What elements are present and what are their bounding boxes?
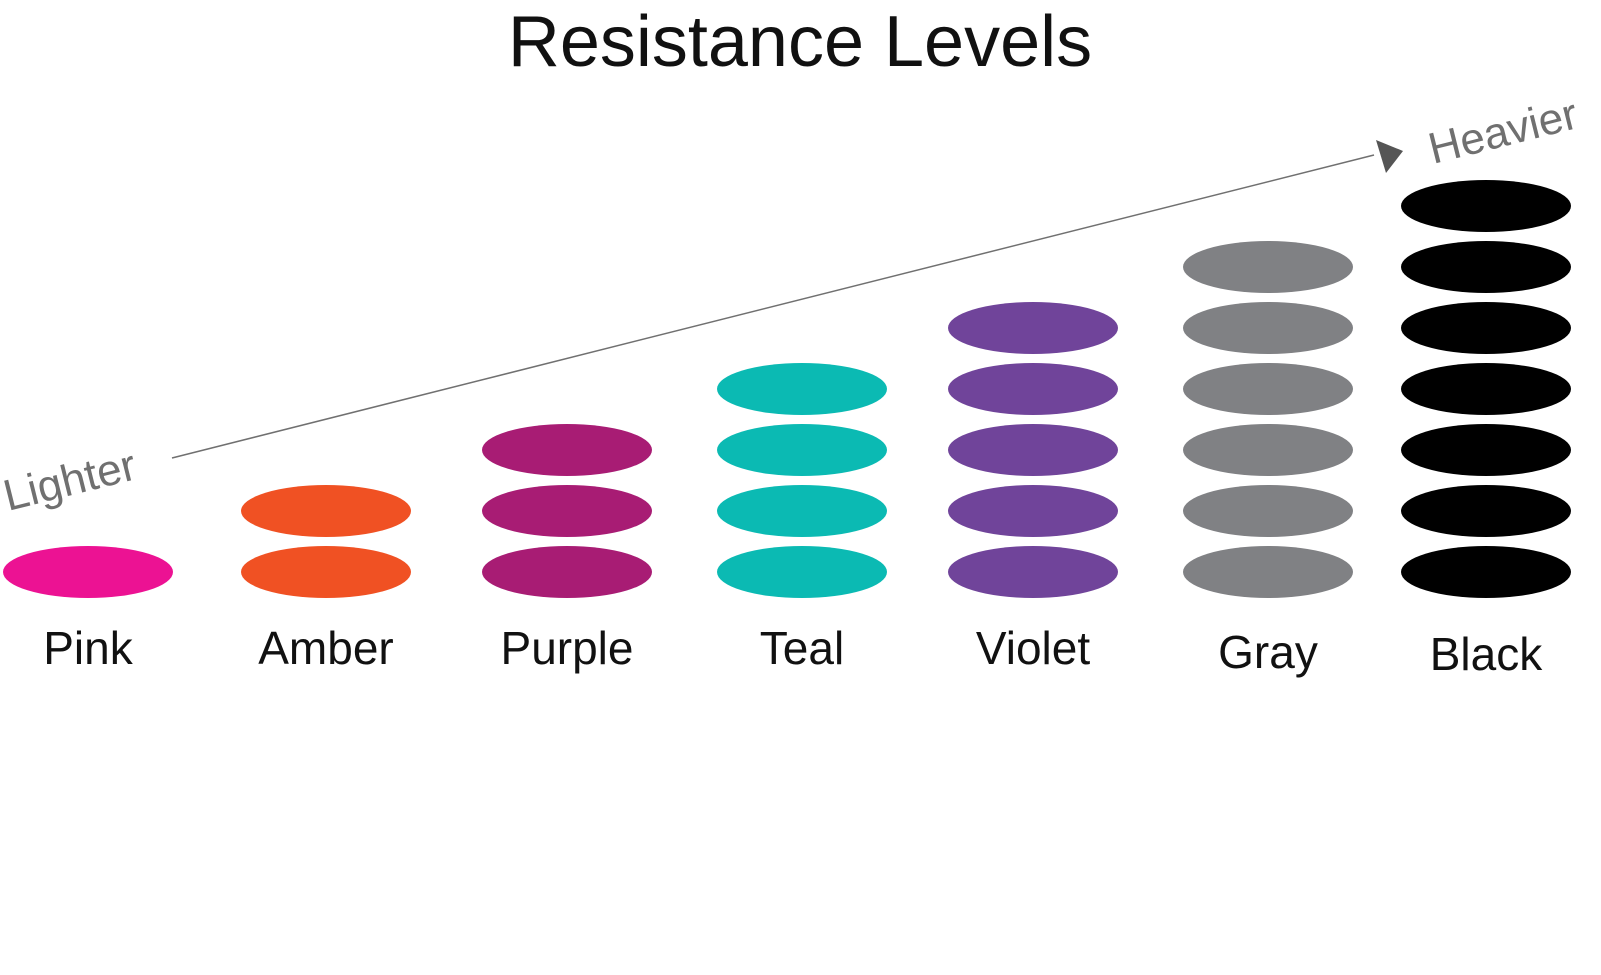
resistance-disc (717, 424, 887, 476)
column-teal: Teal (717, 363, 887, 674)
resistance-disc (717, 363, 887, 415)
resistance-disc (1401, 241, 1571, 293)
resistance-disc (1401, 424, 1571, 476)
resistance-disc (948, 302, 1118, 354)
resistance-disc (1401, 363, 1571, 415)
column-gray: Gray (1183, 241, 1353, 678)
resistance-disc (1401, 180, 1571, 232)
resistance-disc (948, 363, 1118, 415)
column-black: Black (1401, 180, 1571, 680)
resistance-disc (3, 546, 173, 598)
resistance-disc (717, 485, 887, 537)
level-label: Violet (976, 622, 1090, 674)
resistance-disc (482, 546, 652, 598)
heavier-label: Heavier (1424, 89, 1583, 173)
resistance-disc (717, 546, 887, 598)
resistance-disc (1183, 546, 1353, 598)
column-violet: Violet (948, 302, 1118, 674)
level-label: Purple (501, 622, 634, 674)
progression-arrow (171, 140, 1403, 459)
resistance-disc (1183, 302, 1353, 354)
resistance-disc (948, 424, 1118, 476)
diagram-title: Resistance Levels (508, 2, 1092, 82)
progression-arrow-line (171, 154, 1375, 459)
progression-arrow-head-icon (1376, 140, 1403, 173)
resistance-disc (482, 485, 652, 537)
resistance-disc (1401, 302, 1571, 354)
level-label: Black (1430, 628, 1543, 680)
resistance-disc (1183, 363, 1353, 415)
column-amber: Amber (241, 485, 411, 674)
resistance-disc (1183, 424, 1353, 476)
resistance-disc (241, 546, 411, 598)
resistance-disc (948, 485, 1118, 537)
level-label: Amber (258, 622, 393, 674)
column-pink: Pink (3, 546, 173, 674)
resistance-disc (1183, 241, 1353, 293)
resistance-disc (948, 546, 1118, 598)
resistance-columns: Pink Amber Purple Teal Violet Gray Black (3, 180, 1571, 680)
resistance-disc (1401, 546, 1571, 598)
resistance-disc (1401, 485, 1571, 537)
level-label: Pink (43, 622, 133, 674)
resistance-disc (1183, 485, 1353, 537)
column-purple: Purple (482, 424, 652, 674)
level-label: Gray (1218, 626, 1318, 678)
lighter-label: Lighter (0, 441, 141, 521)
resistance-disc (241, 485, 411, 537)
resistance-disc (482, 424, 652, 476)
level-label: Teal (760, 622, 844, 674)
